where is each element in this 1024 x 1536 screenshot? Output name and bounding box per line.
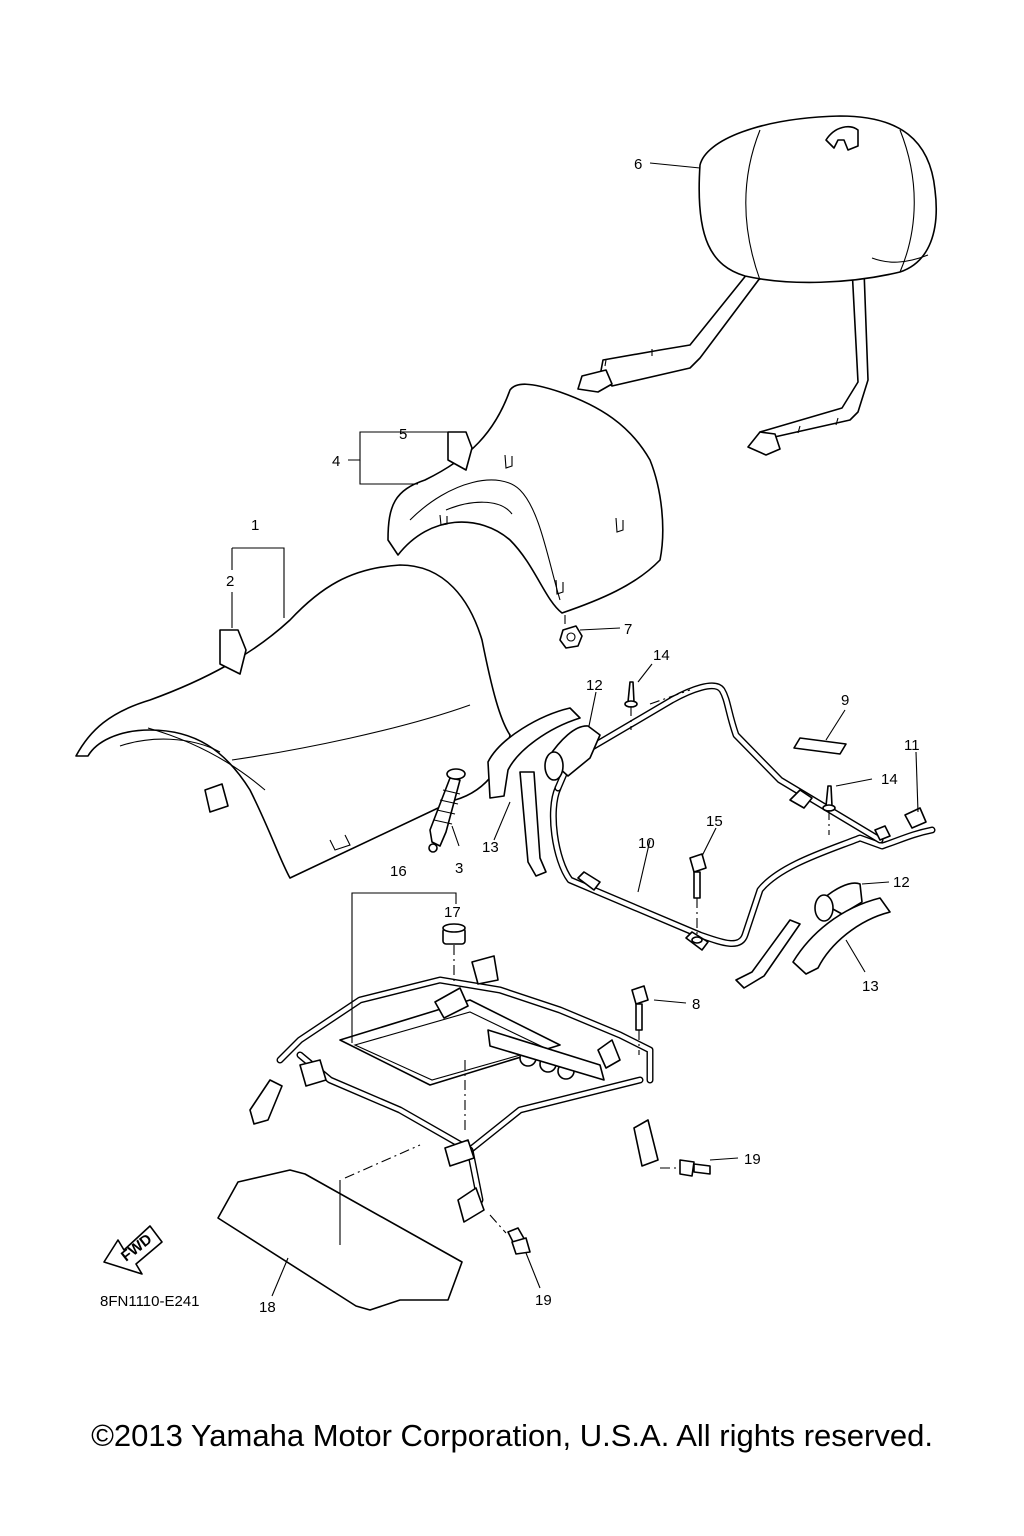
grip-covers	[487, 707, 891, 989]
parts-diagram: 1 2 3 4 5 6 7 8 9 10 11 12 12 13 13 14 1…	[75, 115, 938, 1316]
seat-catch-spring	[428, 768, 466, 853]
caution-label	[793, 737, 847, 755]
callout-1: 1	[251, 517, 259, 534]
callout-14b: 14	[881, 771, 898, 788]
bolt-15	[689, 853, 707, 944]
callout-3: 3	[455, 860, 463, 877]
callout-10: 10	[638, 835, 655, 852]
callout-8: 8	[692, 996, 700, 1013]
callout-numbers: 1 2 3 4 5 6 7 8 9 10 11 12 12 13 13 14 1…	[226, 156, 920, 1316]
leader-lines	[231, 162, 919, 1297]
callout-12b: 12	[893, 874, 910, 891]
callout-19b: 19	[535, 1292, 552, 1309]
callout-11: 11	[904, 737, 920, 754]
fwd-arrow-icon: FWD	[103, 1225, 163, 1275]
flange-bolts	[507, 1159, 711, 1255]
callout-13b: 13	[862, 978, 879, 995]
callout-2: 2	[226, 573, 234, 590]
callout-4: 4	[332, 453, 340, 470]
bolt-8	[631, 985, 649, 1031]
callout-19a: 19	[744, 1151, 761, 1168]
copyright-notice: ©2013 Yamaha Motor Corporation, U.S.A. A…	[91, 1418, 933, 1453]
grab-bar-frame	[549, 682, 936, 951]
rivets	[624, 681, 836, 812]
diagram-code: 8FN1110-E241	[100, 1293, 200, 1310]
rear-seat	[387, 383, 664, 614]
callout-16: 16	[390, 863, 407, 880]
callout-18: 18	[259, 1299, 276, 1316]
callout-17: 17	[444, 904, 461, 921]
callout-13a: 13	[482, 839, 499, 856]
alignment-lines	[344, 615, 830, 1234]
backrest	[577, 115, 938, 456]
damper	[442, 923, 466, 945]
callout-6: 6	[634, 156, 642, 173]
front-seat	[75, 564, 511, 879]
seat-frame	[249, 955, 659, 1223]
callout-9: 9	[841, 692, 849, 709]
callout-12a: 12	[586, 677, 603, 694]
callout-15: 15	[706, 813, 723, 830]
nut	[559, 625, 583, 649]
callout-14a: 14	[653, 647, 670, 664]
callout-7: 7	[624, 621, 632, 638]
callout-5: 5	[399, 426, 407, 443]
